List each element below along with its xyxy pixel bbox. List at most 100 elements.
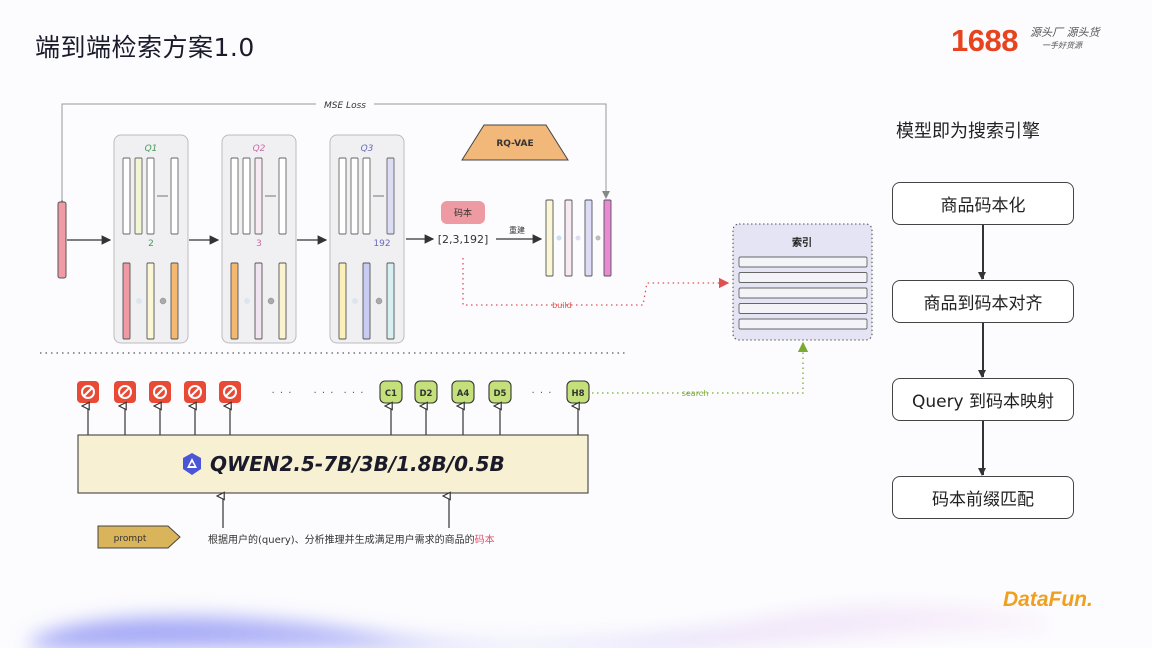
selected-index: 2 [148,239,154,249]
codebook-vector [278,157,287,235]
selected-index: 3 [256,239,262,249]
blocked-token [149,381,171,403]
blocked-icon [153,385,167,399]
decorative-wave [30,605,1050,648]
residual-vector [230,262,239,340]
residual-vector [254,262,263,340]
mse-loss-connector: MSE Loss [58,101,610,207]
quantizer-label: Q3 [361,144,374,154]
llm-model-label: QWEN2.5-7B/3B/1.8B/0.5B [210,452,505,476]
flow-step-2: 商品到码本对齐 [892,280,1074,323]
codebook-badge-label: 码本 [454,207,472,219]
blocked-token [114,381,136,403]
slide-title: 端到端检索方案1.0 [35,33,255,62]
brand-slogan: 源头厂 源头货 一手好货源 [1030,26,1125,52]
code-token-label: D5 [494,389,507,399]
prompt-text: 根据用户的(query)、分析推理并生成满足用户需求的商品的码本 [208,531,495,546]
residual-vector [338,262,347,340]
ellipsis: · · · [532,388,553,399]
plus-op-icon [575,235,581,241]
code-token-label: H8 [571,389,584,399]
residual-vector [170,262,179,340]
datafun-logo: DataFun. [1003,588,1093,612]
blocked-icon [188,385,202,399]
rq-vae-block: RQ-VAE [461,124,569,161]
brand-logo-1688: 1688 [951,23,1018,58]
plus-op-icon [267,297,275,305]
decoder-bar [603,199,612,277]
flow-step-3: Query 到码本映射 [892,378,1074,421]
ellipsis: · · · [272,388,293,399]
index-row [738,272,868,283]
quantizer-label: Q1 [145,144,158,154]
codebook-vector [338,157,347,235]
minus-op-icon [136,298,142,304]
residual-vector [146,262,155,340]
code-token-c1: C1 [379,380,403,404]
codebook-vector [122,157,131,235]
index-store: 索引 [732,223,873,341]
blocked-icon [223,385,237,399]
quantizer-q1: Q1 2 [113,134,189,344]
codebook-vector [170,157,179,235]
plus-op-icon [375,297,383,305]
quantizer-q2: Q2 3 [221,134,297,344]
codebook-vector [242,157,251,235]
code-token-label: A4 [457,389,470,399]
ellipsis: · · · [314,388,335,399]
code-token-d5: D5 [488,380,512,404]
minus-op-icon [244,298,250,304]
flow-arrow-down-icon [979,225,985,280]
index-row [738,256,868,268]
index-row [738,287,868,299]
residual-vector [362,262,371,340]
datafun-logo-text: DataFun. [1003,588,1093,611]
flow-arrow-down-icon [979,421,985,476]
decoder-output [545,199,612,277]
build-label: build [552,301,572,310]
slogan-line2: 一手好货源 [1042,41,1082,50]
blocked-token [219,381,241,403]
flow-title: 模型即为搜索引擎 [896,121,1040,142]
decoder-bar [564,199,573,277]
rq-vae-label: RQ-VAE [496,139,533,149]
code-token-h8: H8 [566,380,590,404]
prompt-text-body: 根据用户的(query)、分析推理并生成满足用户需求的商品的 [208,535,475,546]
residual-vector [386,262,395,340]
blocked-token [77,381,99,403]
quantizer-label: Q2 [253,144,266,154]
mse-loss-label: MSE Loss [324,101,366,111]
residual-vector [278,262,287,340]
codebook-vector [362,157,371,235]
codebook-vector [350,157,359,235]
codebook-vector [254,157,263,235]
codebook-vector [386,157,395,235]
codebook-vector [134,157,143,235]
code-token-label: C1 [385,389,397,399]
prompt-tag-label: prompt [114,534,147,544]
residual-vector [122,262,131,340]
codebook-vector [230,157,239,235]
index-row [738,318,868,330]
plus-op-icon [556,235,562,241]
flow-step-4: 码本前缀匹配 [892,476,1074,519]
blocked-token [184,381,206,403]
llm-title: QWEN2.5-7B/3B/1.8B/0.5B [180,452,505,476]
blocked-icon [118,385,132,399]
plus-op-icon [595,235,601,241]
llm-block [77,434,589,494]
index-row [738,303,868,314]
reconstruct-label: 重建 [509,225,525,235]
prompt-tag: prompt [97,525,181,549]
minus-op-icon [352,298,358,304]
prompt-text-highlight: 码本 [474,535,495,546]
qwen-logo-icon [183,453,201,475]
input-embedding-bar [57,201,67,279]
build-connector [462,258,730,306]
codebook-vector [146,157,155,235]
index-title: 索引 [792,236,812,249]
slogan-line1: 源头厂 源头货 [1030,26,1100,39]
decoder-bar [545,199,554,277]
plus-op-icon [159,297,167,305]
